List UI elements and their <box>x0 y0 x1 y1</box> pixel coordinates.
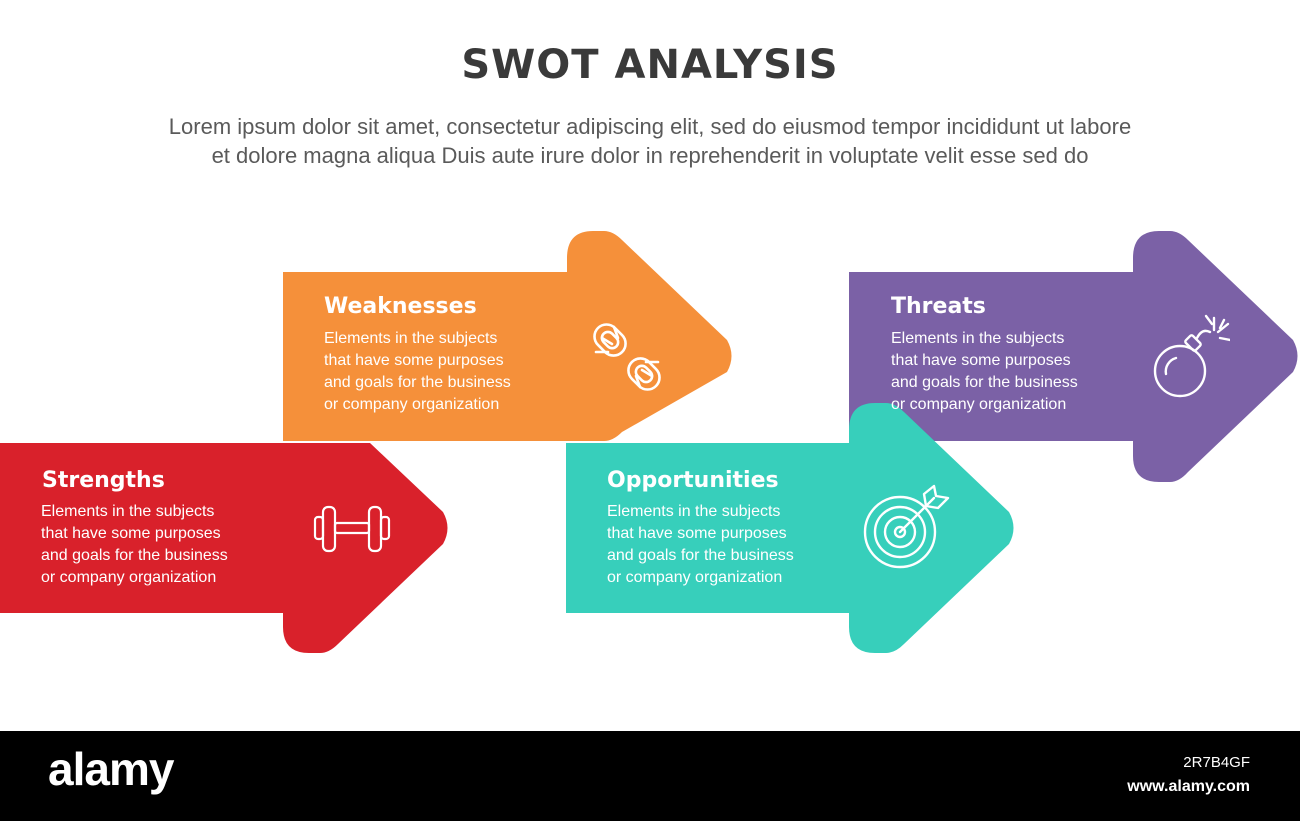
opportunities-description: Elements in the subjects that have some … <box>607 501 794 589</box>
strengths-line-1: Elements in the subjects <box>41 503 215 520</box>
threats-arrow <box>849 231 1298 482</box>
opportunities-line-4: or company organization <box>607 569 783 586</box>
weaknesses-line-1: Elements in the subjects <box>324 330 498 347</box>
weaknesses-line-4: or company organization <box>324 396 500 413</box>
weaknesses-description: Elements in the subjects that have some … <box>324 328 511 416</box>
weaknesses-line-2: that have some purposes <box>324 352 504 369</box>
subtitle-line-1: Lorem ipsum dolor sit amet, consectetur … <box>168 114 1132 139</box>
page-title: SWOT ANALYSIS <box>461 42 839 88</box>
threats-description: Elements in the subjects that have some … <box>891 328 1078 416</box>
target-icon <box>863 484 950 569</box>
strengths-description: Elements in the subjects that have some … <box>41 501 228 589</box>
strengths-line-2: that have some purposes <box>41 525 221 542</box>
weaknesses-title: Weaknesses <box>324 294 477 319</box>
threats-line-1: Elements in the subjects <box>891 330 1065 347</box>
strengths-line-4: or company organization <box>41 569 217 586</box>
subtitle-line-2: et dolore magna aliqua Duis aute irure d… <box>211 143 1089 168</box>
brand-url: www.alamy.com <box>1127 778 1250 795</box>
opportunities-title: Opportunities <box>607 468 779 493</box>
broken-chain-icon <box>593 323 661 391</box>
opportunities-line-2: that have some purposes <box>607 525 787 542</box>
weaknesses-line-3: and goals for the business <box>324 374 511 391</box>
threats-line-4: or company organization <box>891 396 1067 413</box>
page-subtitle: Lorem ipsum dolor sit amet, consectetur … <box>40 112 1260 170</box>
weaknesses-arrow <box>283 231 732 441</box>
strengths-arrow <box>0 443 448 653</box>
opportunities-arrow <box>566 403 1014 653</box>
threats-title: Threats <box>891 294 986 319</box>
brand-logo: alamy <box>48 743 174 795</box>
threats-line-2: that have some purposes <box>891 352 1071 369</box>
dumbbell-icon <box>313 505 391 553</box>
footer-bar <box>0 731 1300 821</box>
strengths-line-3: and goals for the business <box>41 547 228 564</box>
opportunities-line-3: and goals for the business <box>607 547 794 564</box>
image-id: 2R7B4GF <box>1183 754 1250 771</box>
threats-line-3: and goals for the business <box>891 374 1078 391</box>
strengths-title: Strengths <box>42 468 165 493</box>
opportunities-line-1: Elements in the subjects <box>607 503 781 520</box>
bomb-icon <box>1153 314 1230 398</box>
